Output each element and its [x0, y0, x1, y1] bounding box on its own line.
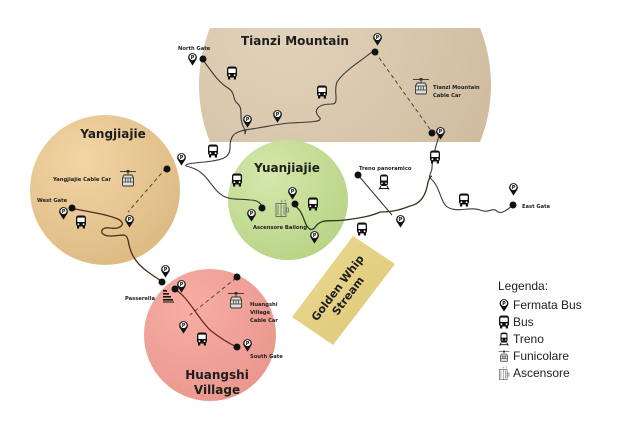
dot-yuanjiajie-west[interactable]	[258, 204, 266, 212]
bus-stop-pin-icon[interactable]	[187, 52, 198, 66]
bus-stop-pin-icon[interactable]	[176, 152, 187, 166]
train-icon	[498, 332, 510, 346]
label-tianzi-cable-1: Tianzi Mountain	[433, 85, 480, 91]
cable-line-tianzi	[374, 51, 433, 133]
elevator-icon	[498, 366, 510, 380]
route-north-gate	[202, 59, 247, 135]
bus-icon	[459, 193, 469, 207]
zone-huangshi-village	[144, 269, 276, 401]
bus-icon	[357, 222, 367, 236]
legend-label: Funicolare	[513, 348, 570, 363]
zone-title-huangshi-line2: Village	[194, 383, 240, 397]
zone-title-yuanjiajie: Yuanjiajie	[253, 161, 320, 175]
label-west-gate: West Gate	[37, 198, 68, 204]
legend-item-cable-car: Funicolare	[498, 347, 582, 364]
legend-label: Fermata Bus	[513, 297, 582, 312]
label-east-gate: East Gate	[522, 204, 551, 210]
dot-passerella[interactable]	[158, 278, 166, 286]
zone-title-huangshi-line1: Huangshi	[185, 368, 249, 382]
dot-yangjiajie-cable-top[interactable]	[163, 165, 171, 173]
label-treno: Treno panoramico	[359, 166, 412, 172]
label-huangshi-cable-3: Cable Car	[250, 318, 278, 324]
bus-stop-pin-icon	[498, 298, 510, 312]
legend-item-elevator: Ascensore	[498, 364, 582, 381]
route-yuanjiajie-east	[291, 175, 433, 231]
bus-icon	[208, 144, 218, 158]
zone-yuanjiajie	[228, 140, 348, 260]
bus-stop-pin-icon[interactable]	[508, 182, 519, 196]
route-yangjiajie-yuanjiajie	[185, 165, 263, 209]
label-south-gate: South Gate	[250, 354, 283, 360]
bus-stop-pin-icon[interactable]	[395, 214, 406, 228]
legend-label: Ascensore	[513, 365, 570, 380]
route-tianzi-ridge	[243, 50, 374, 131]
dot-bailong[interactable]	[291, 200, 299, 208]
legend-title: Legenda:	[498, 279, 549, 293]
train-icon	[378, 174, 390, 190]
route-huangshi-south-gate	[173, 288, 238, 348]
route-west-gate	[74, 208, 164, 283]
dot-tianzi-cable-bottom[interactable]	[428, 129, 436, 137]
station-dots	[68, 48, 517, 351]
dot-south-gate[interactable]	[233, 343, 241, 351]
legend-label: Bus	[513, 314, 534, 329]
cable-line-huangshi	[189, 277, 237, 316]
dot-huangshi-cable-top[interactable]	[233, 273, 241, 281]
bus-icon	[498, 315, 510, 329]
dot-north-gate[interactable]	[199, 55, 207, 63]
label-huangshi-cable-2: Village	[250, 310, 270, 316]
dot-west-gate[interactable]	[68, 204, 76, 212]
route-tianzi-yangjiajie	[185, 129, 247, 167]
bus-stop-pin-icon[interactable]	[160, 264, 171, 278]
legend-label: Treno	[513, 331, 544, 346]
legend-item-train: Treno	[498, 330, 582, 347]
bus-icon	[430, 150, 440, 164]
label-huangshi-cable-1: Huangshi	[250, 302, 278, 308]
cable-car-icon	[498, 349, 510, 363]
dot-east-gate[interactable]	[509, 201, 517, 209]
route-east-gate	[428, 132, 515, 213]
bus-routes	[74, 50, 515, 348]
dot-huangshi-north[interactable]	[171, 285, 179, 293]
zone-yangjiajie	[30, 115, 180, 265]
zone-tianzi-mountain	[199, 28, 491, 142]
label-bailong: Ascensore Bailong	[253, 225, 307, 231]
dot-treno[interactable]	[354, 171, 362, 179]
label-yangjiajie-cable: Yangjiajie Cable Car	[52, 177, 112, 183]
legend: Legenda: Fermata Bus Bus Treno Funicolar…	[498, 279, 582, 381]
route-treno-panoramico	[357, 174, 393, 216]
cable-line-yangjiajie	[127, 167, 167, 213]
zone-title-yangjiajie: Yangjiajie	[79, 127, 146, 141]
zone-title-tianzi: Tianzi Mountain	[241, 34, 349, 48]
legend-item-bus: Bus	[498, 313, 582, 330]
legend-item-bus-stop: Fermata Bus	[498, 296, 582, 313]
dot-tianzi-peak[interactable]	[371, 48, 379, 56]
label-north-gate: North Gate	[178, 46, 211, 52]
label-tianzi-cable-2: Cable Car	[433, 93, 461, 99]
label-passerella: Passerella	[125, 296, 155, 302]
